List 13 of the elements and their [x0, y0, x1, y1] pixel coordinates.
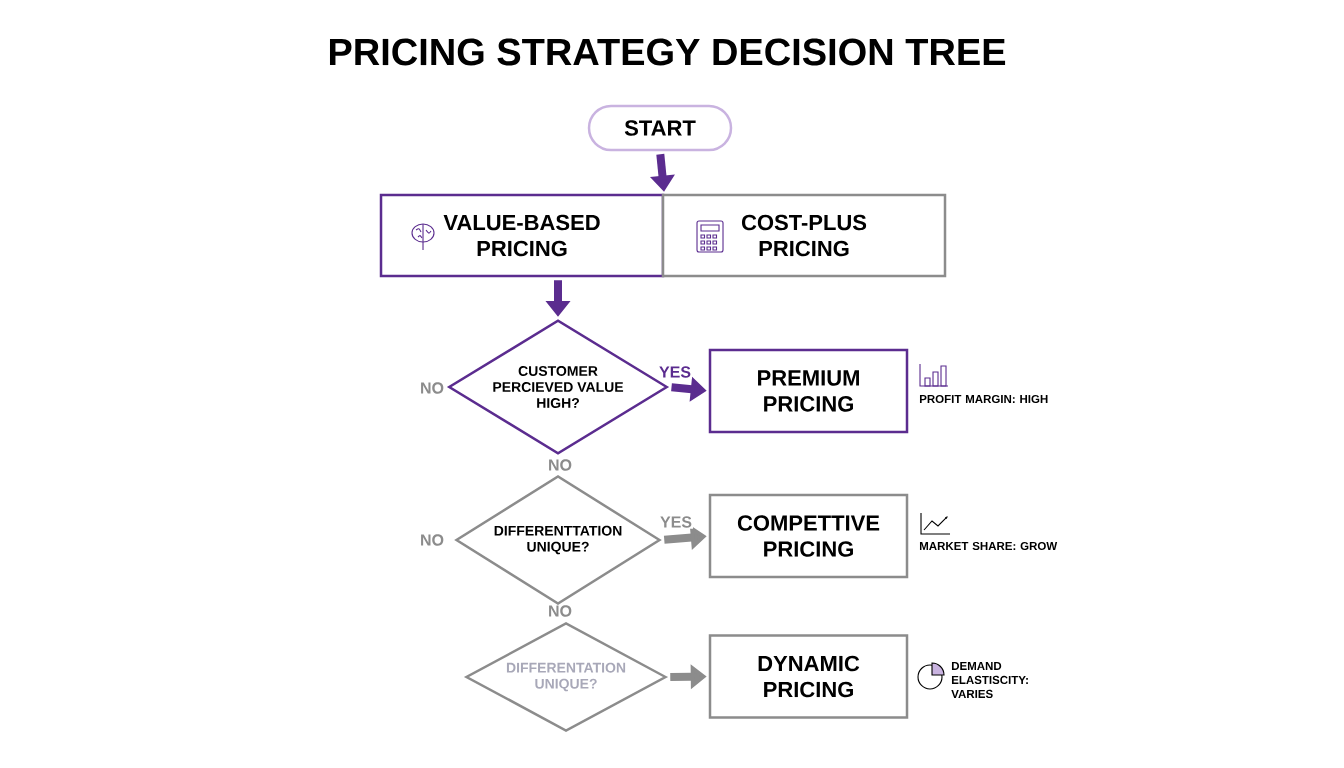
edge-label: YES	[660, 516, 692, 528]
metric-label: DEMAND ELASTISCITY: VARIES	[951, 662, 1028, 698]
branch-label: NO	[549, 605, 572, 617]
branch-label: NO	[549, 459, 572, 471]
strategy-box: DYNAMIC PRICING	[708, 634, 909, 719]
strategy-box: PREMIUM PRICING	[708, 348, 909, 434]
metric-label: PROFIT MARGIN: HIGH	[920, 394, 1048, 404]
strategy-box: VALUE-BASED PRICING	[379, 193, 665, 278]
strategy-box: COST-PLUS PRICING	[661, 193, 947, 278]
title: PRICING STRATEGY DECISION TREE	[330, 38, 1006, 66]
metric-label: MARKET SHARE: GROW	[920, 541, 1058, 551]
strategy-box: COMPETTIVE PRICING	[708, 493, 909, 579]
start-terminal: START	[587, 104, 733, 152]
